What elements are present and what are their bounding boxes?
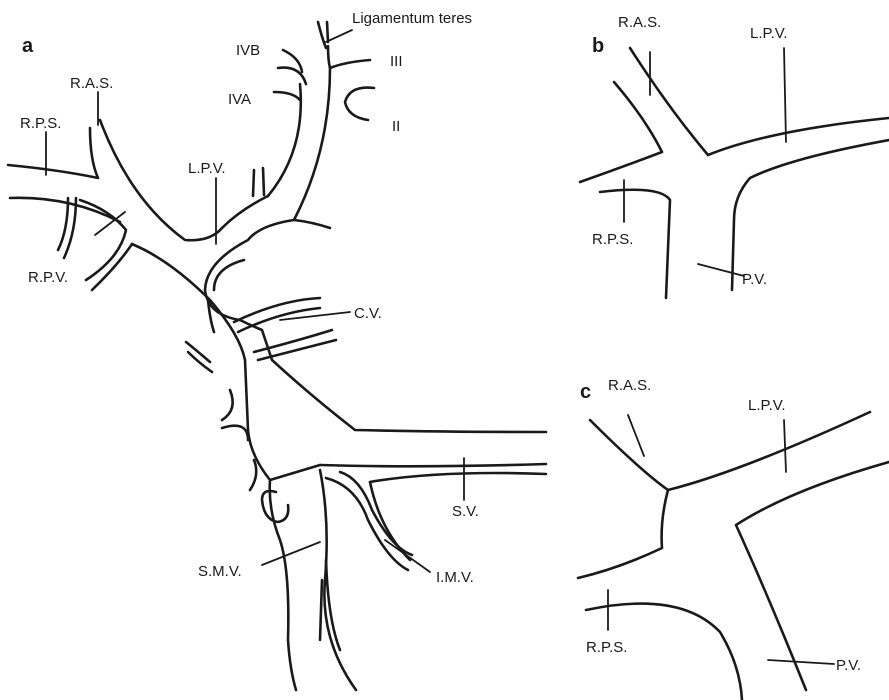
leader-smv <box>262 542 320 565</box>
trunk-left-branch-d <box>222 426 248 440</box>
rpv-branch-d <box>92 244 132 290</box>
ras-rps-left-wall <box>8 128 98 178</box>
segment-iva-branch <box>274 92 300 100</box>
label-iii: III <box>390 53 403 70</box>
b-leader-pv <box>698 264 744 276</box>
panel-b-letter: b <box>592 35 604 57</box>
smv-left-wall <box>270 480 296 690</box>
c-vessel-lpv-lower <box>736 462 889 690</box>
segment-ii-branch <box>345 88 374 120</box>
imv-right-wall <box>340 472 412 555</box>
b-leader-lpv <box>784 48 786 142</box>
panel-a-umbilical-portion <box>268 22 374 228</box>
label-ii: II <box>392 118 400 135</box>
panel-a-leader-lines <box>46 30 464 572</box>
label-ras: R.A.S. <box>70 75 113 92</box>
label-rpv: R.P.V. <box>28 269 68 286</box>
trunk-left-wall <box>132 244 320 480</box>
c-label-rps: R.P.S. <box>586 639 627 656</box>
sv-lower-wall <box>370 473 546 482</box>
panel-c: c R.A.S. L.P.V. R.P.S. P.V. <box>578 377 889 700</box>
panel-a: a <box>8 10 546 690</box>
label-imv: I.M.V. <box>436 569 474 586</box>
panel-a-main-trunk <box>132 220 546 480</box>
smv-inner-branch-b <box>320 580 322 640</box>
sv-upper-wall <box>320 464 546 466</box>
b-label-lpv: L.P.V. <box>750 25 788 42</box>
smv-inner-branch <box>326 560 340 650</box>
label-cv: C.V. <box>354 305 382 322</box>
b-label-ras: R.A.S. <box>618 14 661 31</box>
label-rps: R.P.S. <box>20 115 61 132</box>
b-vessel-lpv-lower <box>732 140 889 290</box>
smv-loop <box>262 491 288 522</box>
panel-a-smv-imv <box>250 460 412 690</box>
label-ligamentum-teres: Ligamentum teres <box>352 10 472 27</box>
panel-b: b R.A.S. L.P.V. R.P.S. P.V. <box>580 14 889 298</box>
rpv-branch-c <box>80 200 126 280</box>
smv-side-stub <box>250 460 256 490</box>
label-sv: S.V. <box>452 503 479 520</box>
b-vessel-upper-wall <box>630 48 889 155</box>
c-leader-pv <box>768 660 834 664</box>
imv-outer-wall <box>370 482 410 560</box>
rpv-branch-a <box>58 198 68 250</box>
leader-lig-teres <box>326 30 352 42</box>
lpv-stub-right <box>263 168 264 195</box>
c-label-lpv: L.P.V. <box>748 397 786 414</box>
c-leader-ras <box>628 415 644 456</box>
b-vessel-left-wall <box>580 82 662 182</box>
lpv-stub-left <box>253 170 254 196</box>
label-ivb: IVB <box>236 42 260 59</box>
smv-right-wall <box>320 470 356 690</box>
trunk-inner-arc <box>214 260 244 290</box>
lpv-lower-wall <box>222 196 268 228</box>
b-label-pv: P.V. <box>742 271 767 288</box>
c-leader-lpv <box>784 420 786 472</box>
label-iva: IVA <box>228 91 251 108</box>
lig-teres-vessel-right <box>327 22 328 42</box>
umbilical-spur <box>294 220 330 228</box>
label-smv: S.M.V. <box>198 563 242 580</box>
segment-iii-branch <box>330 60 370 68</box>
label-lpv: L.P.V. <box>188 160 226 177</box>
cv-vessel-mid <box>238 308 320 332</box>
umbilical-left-wall <box>268 84 301 196</box>
imv-left-wall <box>326 478 408 570</box>
lig-teres-vessel-left <box>318 22 326 48</box>
trunk-left-branch-c <box>222 390 233 420</box>
panel-c-letter: c <box>580 381 591 403</box>
c-label-pv: P.V. <box>836 657 861 674</box>
panel-a-letter: a <box>22 35 34 57</box>
c-label-ras: R.A.S. <box>608 377 651 394</box>
b-label-rps: R.P.S. <box>592 231 633 248</box>
c-vessel-left-wall <box>578 490 668 578</box>
trunk-right-wall <box>205 220 546 432</box>
